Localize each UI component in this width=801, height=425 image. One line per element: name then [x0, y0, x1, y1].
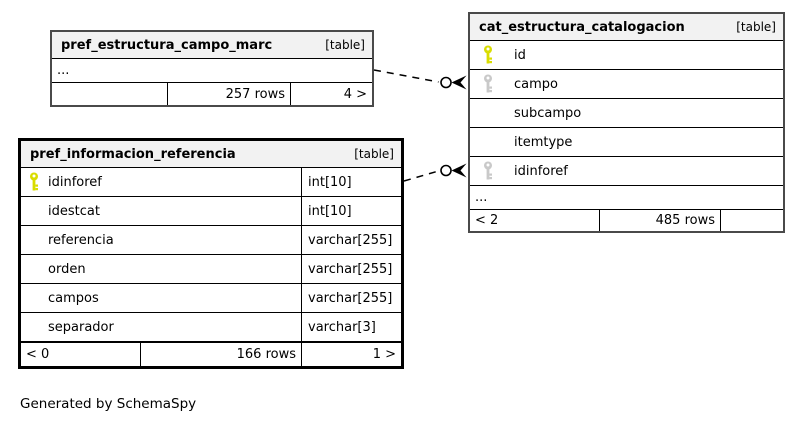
footer-children-count — [52, 83, 167, 105]
footer-children-count: < 0 — [26, 347, 50, 362]
column-row: campo — [470, 70, 783, 99]
relationship-marc-to-campo — [373, 69, 467, 90]
column-row: id — [470, 41, 783, 70]
table-header[interactable]: pref_estructura_campo_marc [table] — [52, 32, 372, 59]
footer-children-count: < 2 — [475, 213, 499, 228]
footer-parents-count — [720, 210, 783, 231]
column-name: idestcat — [48, 203, 100, 219]
column-name: orden — [48, 261, 86, 277]
table-card-cat-estructura-catalogacion[interactable]: cat_estructura_catalogacion [table] id c… — [468, 12, 785, 233]
table-badge: [table] — [736, 20, 776, 34]
column-name: referencia — [48, 232, 114, 248]
table-header[interactable]: pref_informacion_referencia [table] — [21, 141, 401, 168]
column-type: varchar[255] — [301, 255, 401, 283]
column-type: varchar[3] — [301, 313, 401, 341]
footer-parents-count: 4 > — [290, 83, 372, 105]
crow-foot-many-marker — [451, 163, 467, 178]
zero-cardinality-circle-marker — [440, 164, 452, 177]
column-name: idinforef — [514, 163, 568, 179]
column-row: itemtype — [470, 128, 783, 157]
column-name: separador — [48, 319, 114, 335]
relationship-dashed-line — [403, 170, 439, 182]
column-type: varchar[255] — [301, 284, 401, 312]
column-name: idinforef — [48, 174, 102, 190]
column-row: idestcat int[10] — [21, 197, 401, 226]
column-row: subcampo — [470, 99, 783, 128]
column-row: idinforef int[10] — [21, 168, 401, 197]
table-name[interactable]: pref_informacion_referencia — [30, 146, 236, 162]
column-row: referencia varchar[255] — [21, 226, 401, 255]
footer-row-count: 257 rows — [167, 83, 290, 105]
column-name: itemtype — [514, 134, 573, 150]
table-header[interactable]: cat_estructura_catalogacion [table] — [470, 14, 783, 41]
zero-cardinality-circle-marker — [440, 76, 452, 89]
column-type: int[10] — [301, 197, 401, 225]
relationship-referencia-to-idinforef — [403, 163, 467, 182]
crow-foot-many-marker — [451, 75, 467, 90]
table-card-pref-estructura-campo-marc[interactable]: pref_estructura_campo_marc [table] ... 2… — [50, 30, 374, 107]
footer-row-count: 485 rows — [599, 210, 720, 231]
table-badge: [table] — [354, 147, 394, 161]
hidden-columns-ellipsis: ... — [52, 59, 372, 83]
footer-parents-count: 1 > — [301, 343, 401, 366]
primary-key-icon — [484, 45, 492, 64]
footer-row-count: 166 rows — [140, 343, 301, 366]
generated-by-note: Generated by SchemaSpy — [20, 396, 197, 412]
foreign-key-icon — [484, 161, 492, 180]
column-type: int[10] — [301, 168, 401, 196]
relationship-dashed-line — [373, 69, 439, 83]
column-name: subcampo — [514, 105, 582, 121]
column-row: campos varchar[255] — [21, 284, 401, 313]
table-card-pref-informacion-referencia[interactable]: pref_informacion_referencia [table] idin… — [18, 138, 404, 369]
table-footer: < 0 166 rows 1 > — [21, 342, 401, 366]
primary-key-icon — [30, 172, 38, 191]
table-name[interactable]: pref_estructura_campo_marc — [61, 37, 273, 53]
foreign-key-icon — [484, 74, 492, 93]
table-badge: [table] — [325, 38, 365, 52]
column-type: varchar[255] — [301, 226, 401, 254]
column-name: campo — [514, 76, 558, 92]
column-row: orden varchar[255] — [21, 255, 401, 284]
table-name[interactable]: cat_estructura_catalogacion — [479, 19, 685, 35]
column-name: campos — [48, 290, 99, 306]
table-footer: < 2 485 rows — [470, 210, 783, 231]
column-name: id — [514, 47, 526, 63]
column-row: separador varchar[3] — [21, 313, 401, 342]
column-row: idinforef — [470, 157, 783, 186]
hidden-columns-ellipsis: ... — [470, 186, 783, 210]
table-footer: 257 rows 4 > — [52, 83, 372, 105]
